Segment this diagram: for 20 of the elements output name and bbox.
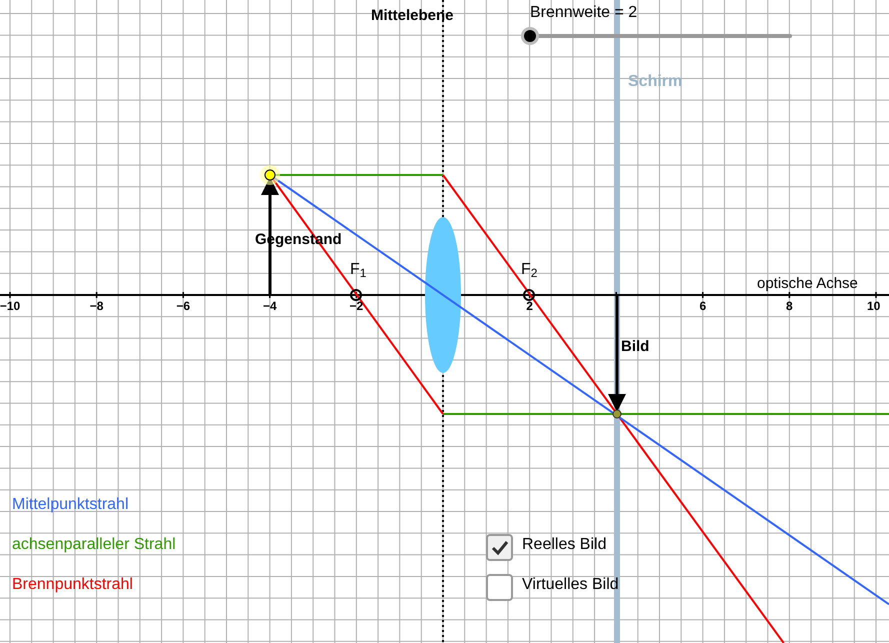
legend-label: Mittelpunktstrahl: [12, 497, 128, 513]
legend-label: Brennpunktstrahl: [12, 577, 133, 593]
tick-label: 2: [526, 300, 533, 312]
checkbox-label: Virtuelles Bild: [522, 577, 619, 593]
tick-label: 10: [867, 300, 880, 312]
tick-label: −2: [350, 300, 364, 312]
tick-label: −8: [90, 300, 104, 312]
focal-point-label: F$_{2}$: [521, 262, 538, 278]
checkbox-label: Reelles Bild: [522, 537, 606, 553]
tick-label: −10: [0, 300, 20, 312]
plane-label: Mittelebene: [371, 8, 454, 23]
image-label: Bild: [621, 339, 650, 354]
focal-point-label: F$_{1}$: [350, 262, 366, 278]
tick-label: 6: [699, 300, 706, 312]
axis-label: optische Achse: [757, 276, 858, 291]
tick-label: −4: [262, 300, 277, 312]
legend-label: achsenparalleler Strahl: [12, 537, 176, 553]
tick-label: −6: [176, 300, 190, 312]
tick-label: 8: [786, 300, 793, 312]
slider-label: Brennweite = 2: [530, 5, 638, 21]
